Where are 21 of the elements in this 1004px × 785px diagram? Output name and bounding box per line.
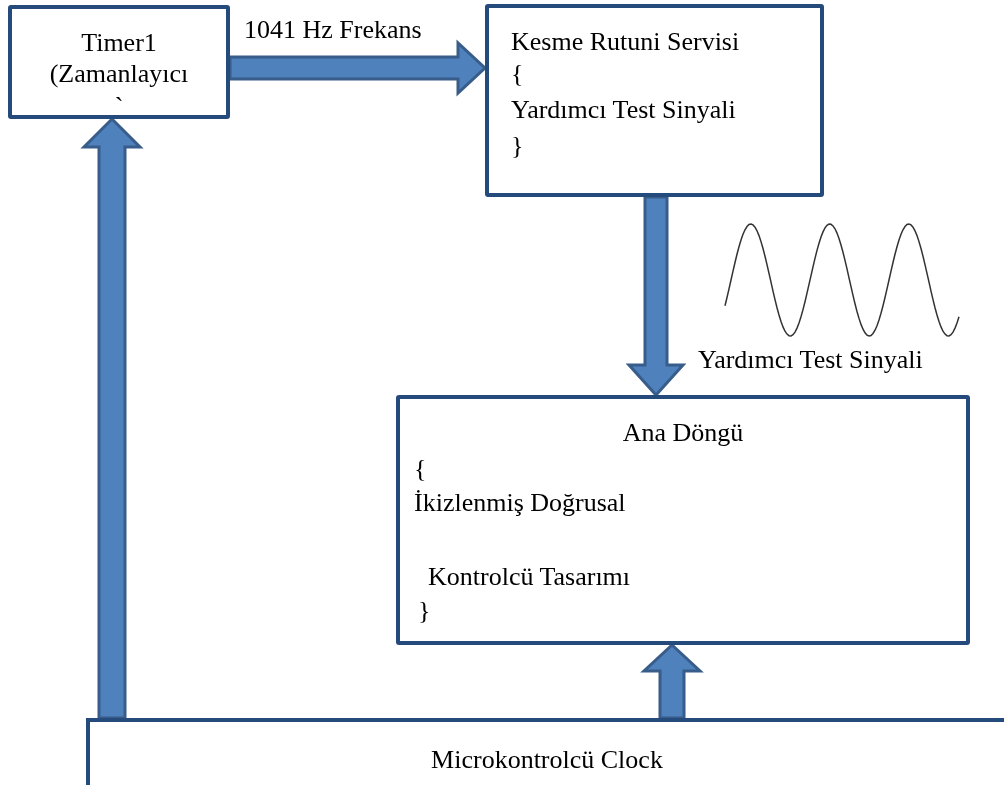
loop-title: Ana Döngü (621, 417, 745, 449)
brace: { (511, 58, 524, 90)
routine-title: Kesme Rutuni Servisi (511, 26, 740, 58)
block-arrow (640, 642, 704, 720)
routine-body: Yardımcı Test Sinyali (511, 94, 736, 126)
loop-body: İkizlenmiş Doğrusal (414, 487, 626, 519)
block-arrow (228, 39, 488, 97)
brace: } (418, 595, 431, 627)
process-box (485, 4, 824, 197)
stray-mark: ` (113, 91, 125, 123)
block-arrow (80, 116, 144, 720)
brace: } (511, 130, 524, 162)
process-box (8, 5, 230, 119)
loop-body: Kontrolcü Tasarımı (428, 561, 631, 593)
timer-label: Timer1 (Zamanlayıcı (48, 27, 190, 90)
process-box (396, 395, 970, 645)
signal-label: Yardımcı Test Sinyali (698, 346, 923, 375)
clock-label: Microkontrolcü Clock (430, 744, 664, 776)
brace: { (414, 453, 427, 485)
clock-panel (86, 718, 1004, 785)
block-arrow (625, 195, 687, 398)
